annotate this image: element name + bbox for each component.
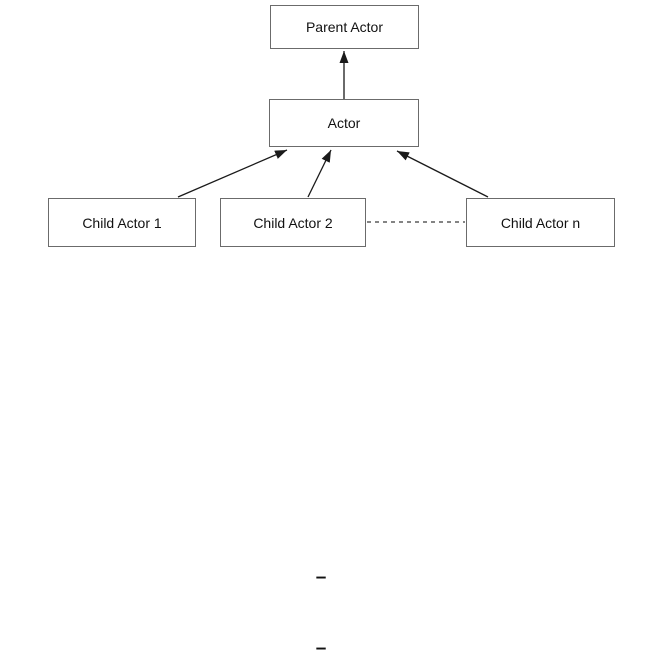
node-child-actor-1-label: Child Actor 1 [82,214,162,231]
node-parent-actor-label: Parent Actor [305,19,384,35]
node-child-actor-2: Child Actor 2 [220,198,366,247]
edge-childn-to-actor-arrow [396,150,489,198]
node-actor-label: Actor [327,115,361,131]
edge-child2-to-actor-arrow [307,149,332,198]
node-child-actor-1: Child Actor 1 [48,198,196,247]
edge-child1-to-actor-arrow [177,149,288,198]
dash-mark-2: – [315,637,327,654]
node-parent-actor: Parent Actor [270,5,419,49]
node-child-actor-2-label: Child Actor 2 [253,214,333,231]
node-child-actor-n: Child Actor n [466,198,615,247]
node-child-actor-n-label: Child Actor n [500,214,581,231]
node-actor: Actor [269,99,419,147]
dash-mark-1: – [315,566,327,588]
